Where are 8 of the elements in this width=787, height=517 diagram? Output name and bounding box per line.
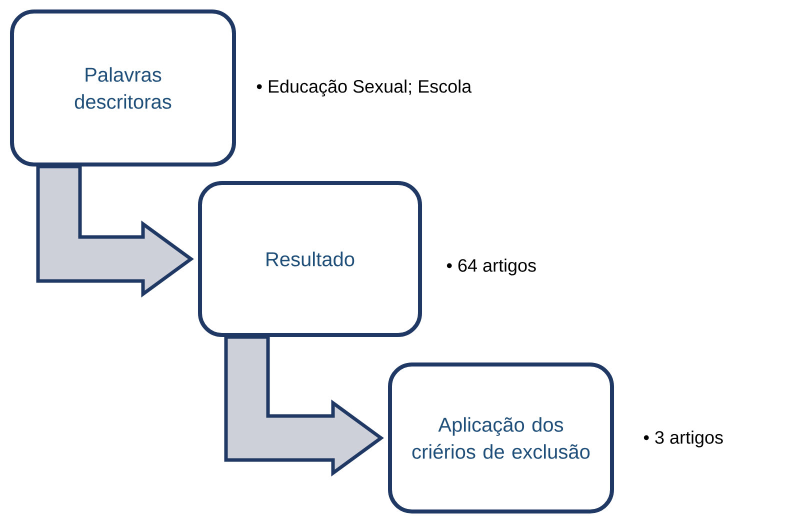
block-arrow [224, 335, 384, 476]
process-box: Aplicação dos criérios de exclusão [388, 362, 614, 514]
bullet-text: • 3 artigos [644, 430, 723, 448]
block-arrow [36, 164, 194, 298]
bullet-text: • 64 artigos [446, 258, 536, 276]
process-box: Resultado [198, 181, 422, 337]
process-box: Palavras descritoras [10, 10, 236, 166]
bullet-text: • Educação Sexual; Escola [256, 80, 472, 96]
